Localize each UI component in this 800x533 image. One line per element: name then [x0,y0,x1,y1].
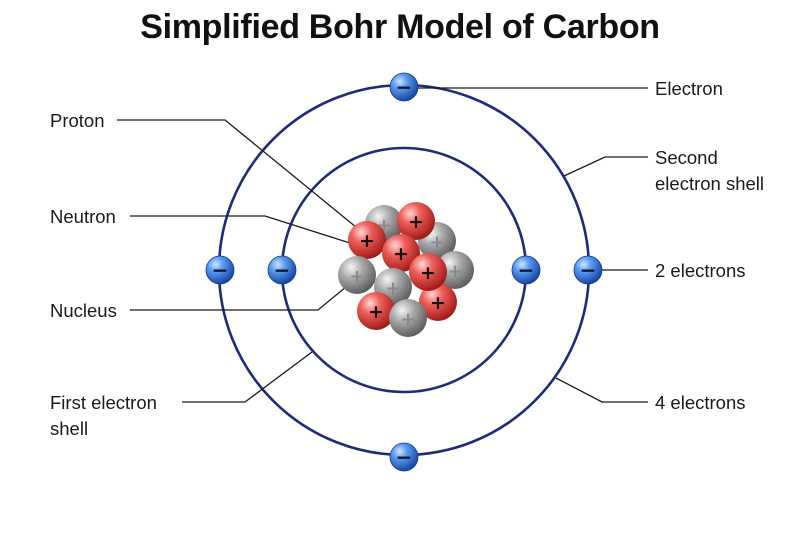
proton: + [357,292,395,330]
svg-text:+: + [400,309,415,330]
label-nucleus: Nucleus [50,300,117,321]
electron: − [267,255,297,285]
svg-text:+: + [368,301,384,323]
leader-line-proton [117,119,363,233]
leader-line-neutron [130,215,373,251]
svg-text:−: − [518,258,535,282]
svg-text:+: + [430,292,446,314]
svg-text:+: + [408,211,424,233]
neutron: + [338,256,376,294]
svg-text:+: + [349,266,364,287]
neutron: + [436,251,474,289]
electron: − [205,255,235,285]
leader-line-second-shell [563,156,648,177]
label-second-shell-line2: electron shell [655,173,764,194]
label-four-electrons: 4 electrons [655,392,746,413]
nucleus: + + + + + + + + + + + + [338,202,474,337]
label-two-electrons: 2 electrons [655,260,746,281]
electron: − [389,442,419,472]
electron: − [573,255,603,285]
svg-text:−: − [274,258,291,282]
svg-text:+: + [447,261,462,282]
svg-text:+: + [359,230,375,252]
svg-text:−: − [580,258,597,282]
svg-text:−: − [396,75,413,99]
diagram-title: Simplified Bohr Model of Carbon [140,8,660,46]
svg-text:+: + [385,278,400,299]
svg-text:+: + [393,243,409,265]
proton: + [409,253,447,291]
leader-line-four-electrons [555,377,648,403]
proton: + [419,283,457,321]
proton: + [397,202,435,240]
proton: + [382,234,420,272]
electron: − [511,255,541,285]
proton: + [348,221,386,259]
label-neutron: Neutron [50,206,116,227]
svg-text:+: + [429,232,444,253]
neutron: + [389,299,427,337]
leader-line-first-shell [182,351,313,403]
svg-text:+: + [420,262,436,284]
label-second-shell-line1: Second [655,147,718,168]
svg-text:−: − [212,258,229,282]
label-first-shell-line2: shell [50,418,88,439]
label-first-shell-line1: First electron [50,392,157,413]
leader-line-nucleus [130,281,353,311]
electron: − [389,72,419,102]
label-electron: Electron [655,78,723,99]
svg-text:−: − [396,445,413,469]
label-proton: Proton [50,110,105,131]
